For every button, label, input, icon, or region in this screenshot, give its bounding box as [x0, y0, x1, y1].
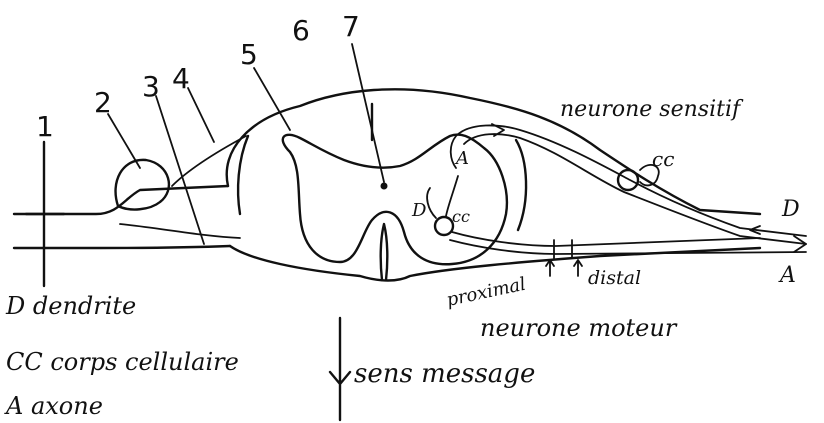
- leader-1: [26, 142, 64, 286]
- leader-2: [108, 114, 140, 168]
- leader-5: [254, 68, 290, 130]
- d-right-label: D: [781, 197, 800, 222]
- cc-right-label: cc: [652, 147, 674, 171]
- neurone-moteur-label: neurone moteur: [480, 314, 678, 342]
- a-inner-label: A: [454, 148, 469, 169]
- label-1: 1: [36, 110, 54, 143]
- right-horn-mark: [516, 140, 526, 230]
- cc-inner-label: cc: [452, 207, 470, 226]
- label-3: 3: [142, 70, 160, 103]
- distal-label: distal: [588, 267, 641, 289]
- legend-corps-cellulaire: CC corps cellulaire: [6, 348, 239, 376]
- distal-arrow: [574, 260, 582, 276]
- sens-message-label: sens message: [354, 359, 535, 389]
- d-inner-label: D: [411, 200, 427, 221]
- motor-cell-body: [435, 217, 453, 235]
- label-5: 5: [240, 38, 258, 71]
- sens-message-arrow: [330, 318, 350, 420]
- legend-axone: A axone: [4, 392, 103, 420]
- leader-7: [352, 44, 384, 182]
- label-6: 6: [292, 14, 310, 47]
- label-4: 4: [172, 62, 190, 95]
- left-lower-nerve-outline: [14, 246, 230, 248]
- proximal-label: proximal: [445, 274, 528, 311]
- left-upper-nerve-outline: [14, 186, 228, 214]
- a-right-label: A: [778, 263, 796, 288]
- leader-4: [188, 88, 214, 142]
- neurone-sensitif-label: neurone sensitif: [560, 97, 744, 122]
- sensory-cell-body: [618, 170, 638, 190]
- motor-dendrite: [427, 188, 436, 218]
- label-7: 7: [342, 10, 360, 43]
- anterior-median-fissure: [381, 224, 388, 280]
- label-2: 2: [94, 86, 112, 119]
- legend-dendrite: D dendrite: [5, 292, 136, 320]
- ventral-root-line: [120, 224, 240, 238]
- proximal-arrow: [546, 260, 554, 276]
- central-canal: [381, 183, 388, 190]
- left-horn-mark: [238, 136, 248, 214]
